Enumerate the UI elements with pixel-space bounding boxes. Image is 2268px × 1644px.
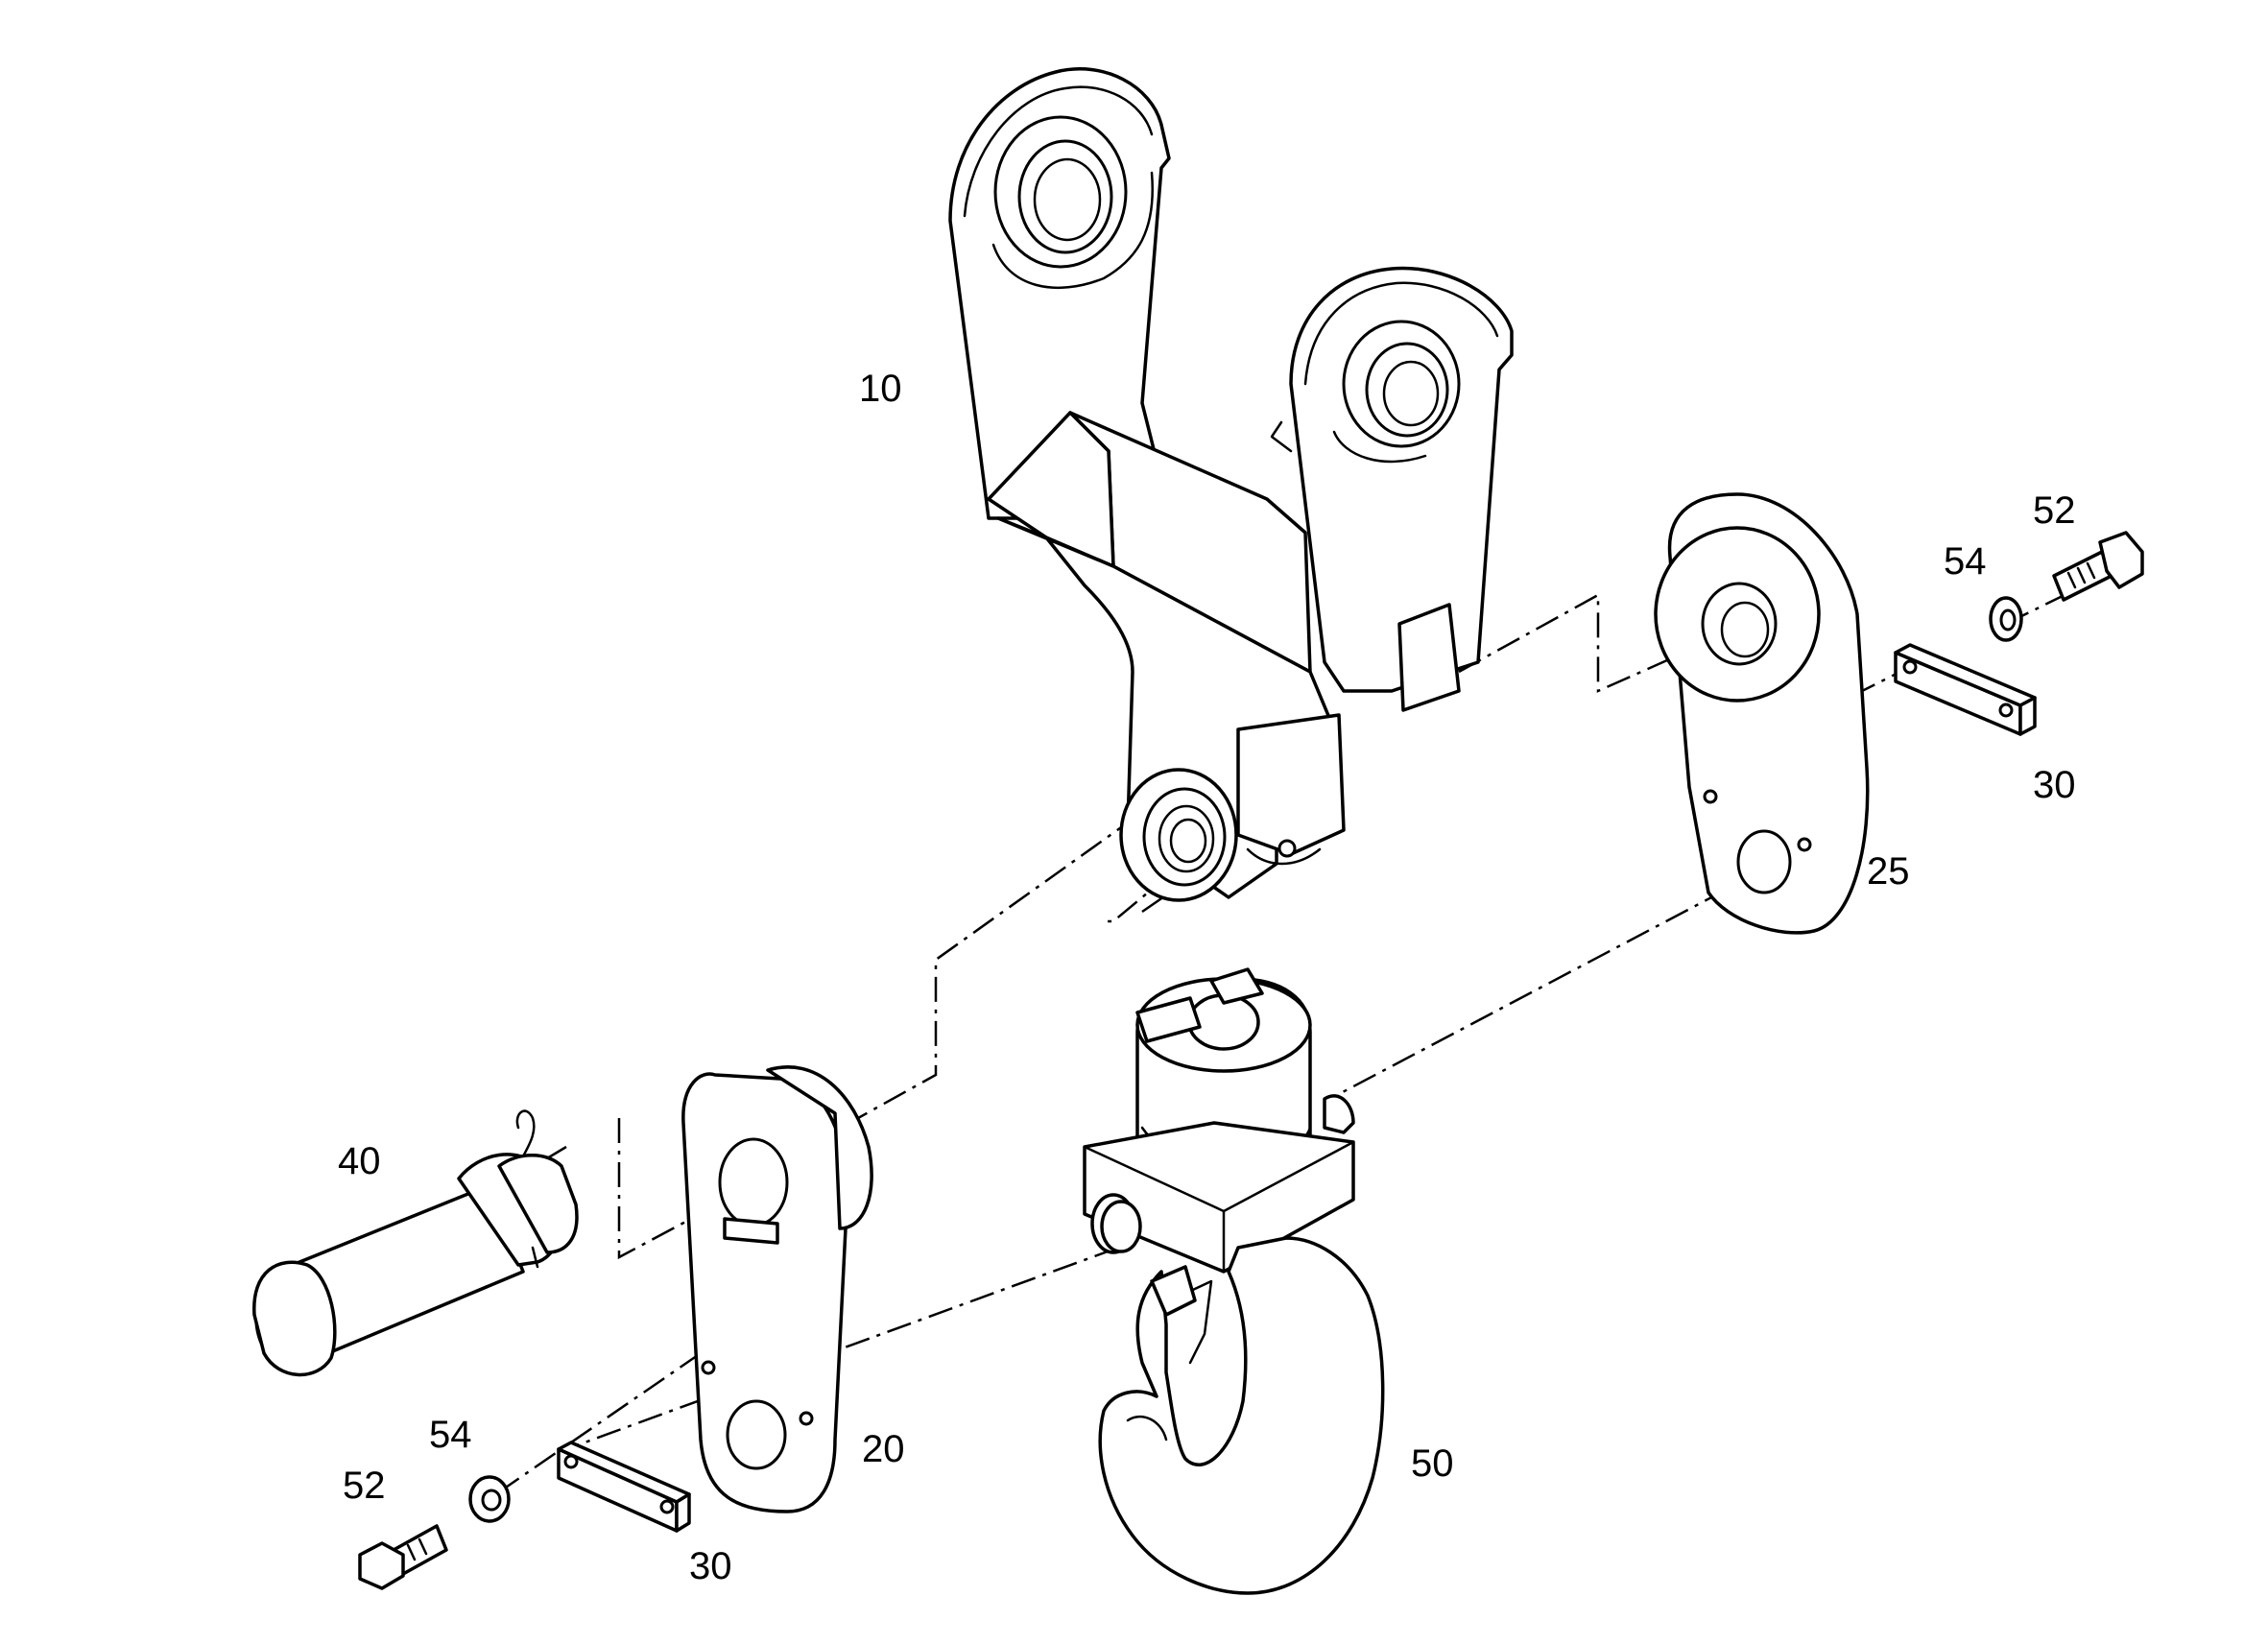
bolt-part-52-bottom xyxy=(358,1524,448,1590)
pin-part-40 xyxy=(252,1109,579,1377)
washer-part-54-bottom xyxy=(468,1475,511,1523)
callout-52-top: 52 xyxy=(2033,489,2076,532)
yoke-part-10 xyxy=(948,67,1514,902)
callout-25: 25 xyxy=(1867,850,1910,893)
callout-54-top: 54 xyxy=(1944,540,1987,583)
callout-30-bottom: 30 xyxy=(689,1545,732,1587)
retaining-plate-part-30-bottom xyxy=(557,1441,691,1533)
link-plate-part-20 xyxy=(681,1065,873,1513)
callout-30-top: 30 xyxy=(2033,764,2076,806)
callout-52-bottom: 52 xyxy=(343,1465,386,1507)
link-plate-part-25 xyxy=(1654,492,1870,935)
callout-10: 10 xyxy=(859,368,902,410)
washer-part-54-top xyxy=(1989,596,2023,642)
callout-54-bottom: 54 xyxy=(429,1414,472,1456)
retaining-plate-part-30-top xyxy=(1894,643,2037,736)
callout-20: 20 xyxy=(862,1428,905,1470)
bolt-part-52-top xyxy=(2052,531,2144,602)
hook-block-part-50 xyxy=(1083,967,1385,1595)
callout-50: 50 xyxy=(1411,1442,1454,1485)
callout-40: 40 xyxy=(338,1140,381,1182)
